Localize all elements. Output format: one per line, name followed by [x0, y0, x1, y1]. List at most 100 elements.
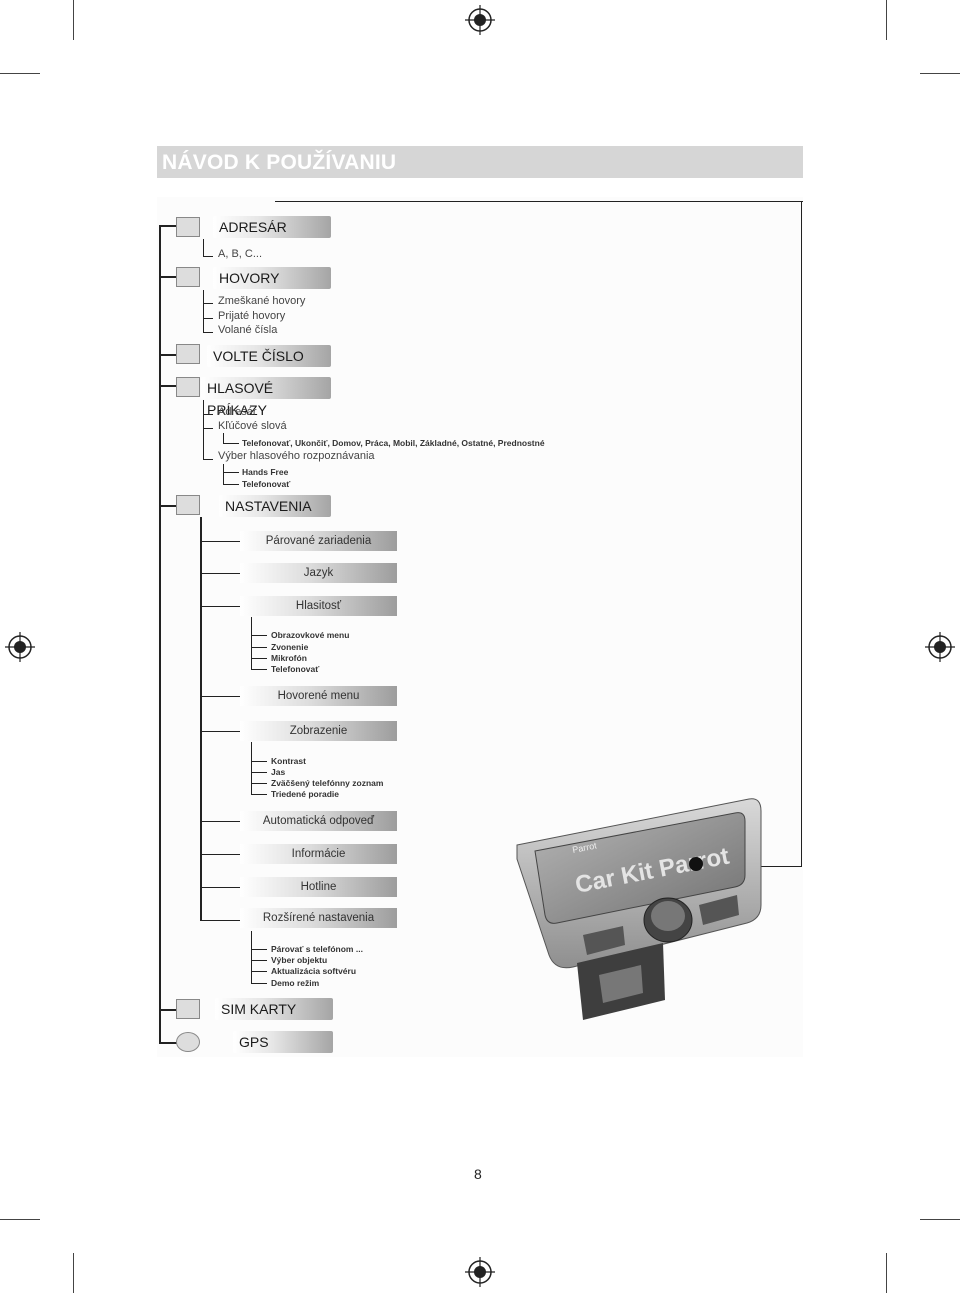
tree-branch [203, 239, 204, 257]
keywords-list: Telefonovať, Ukončiť, Domov, Práca, Mobi… [242, 438, 545, 448]
hangup-button-icon [699, 895, 739, 925]
settings-icon [176, 495, 200, 515]
tree-branch [251, 635, 267, 636]
car-kit-device-illustration: Parrot Car Kit Parrot [516, 798, 762, 1020]
submenu-parovane[interactable]: Párované zariadenia [240, 531, 397, 551]
menu-hlasove-prikazy[interactable]: HLASOVÉ PRÍKAZY [201, 377, 331, 418]
tree-branch [251, 960, 267, 961]
submenu-hovorene[interactable]: Hovorené menu [240, 686, 397, 706]
tree-branch [203, 459, 213, 460]
tree-branch [223, 464, 224, 485]
crop-mark [73, 0, 74, 40]
rotary-knob-top [651, 901, 685, 931]
tree-branch [251, 669, 267, 670]
phone-calls-icon [176, 267, 200, 287]
tree-branch [223, 433, 224, 444]
list-item: Zvonenie [271, 642, 309, 652]
globe-icon [176, 1032, 200, 1052]
tree-branch [251, 742, 252, 795]
page-number: 8 [474, 1166, 482, 1182]
tree-branch [159, 354, 177, 356]
list-item: Obrazovkové menu [271, 630, 350, 640]
tree-branch [251, 658, 267, 659]
menu-volte-cislo[interactable]: VOLTE ČÍSLO [207, 345, 331, 367]
registration-mark-icon [465, 1257, 495, 1287]
connector-line [275, 201, 803, 202]
tree-branch [251, 647, 267, 648]
list-item: Adresár [218, 406, 257, 418]
menu-diagram: ADRESÁR A, B, C... HOVORY Zmeškané hovor… [157, 197, 803, 1057]
page-title: NÁVOD K POUŽÍVANIU [162, 151, 397, 174]
submenu-zobrazenie[interactable]: Zobrazenie [240, 721, 397, 741]
list-item: Jas [271, 767, 286, 777]
submenu-hlasitost[interactable]: Hlasitosť [240, 596, 397, 616]
list-item: Mikrofón [271, 653, 307, 663]
tree-branch [159, 225, 177, 227]
list-item: Telefonovať [242, 479, 291, 489]
menu-sim-karty[interactable]: SIM KARTY [215, 998, 333, 1020]
tree-branch [200, 696, 240, 697]
list-item: Volané čísla [218, 324, 278, 336]
device-brand: Parrot [571, 840, 597, 855]
tree-branch [159, 385, 177, 387]
list-item: Výber objektu [271, 955, 328, 965]
registration-mark-icon [5, 632, 35, 662]
tree-branch [203, 332, 213, 333]
crop-mark [920, 1219, 960, 1220]
list-item: Párovať s telefónom ... [271, 944, 363, 954]
tree-branch [251, 983, 267, 984]
tree-branch [251, 617, 252, 670]
tree-branch [223, 484, 239, 485]
mount-bracket-detail [599, 965, 643, 1003]
list-item: Zmeškané hovory [218, 295, 306, 307]
voice-command-icon [176, 377, 200, 397]
tree-branch [203, 290, 204, 333]
crop-mark [73, 1253, 74, 1293]
list-item: Kľúčové slová [218, 420, 287, 432]
submenu-jazyk[interactable]: Jazyk [240, 563, 397, 583]
menu-adresar[interactable]: ADRESÁR [213, 216, 331, 238]
registration-mark-icon [465, 5, 495, 35]
submenu-informacie[interactable]: Informácie [240, 844, 397, 864]
submenu-rozsirene[interactable]: Rozšírené nastavenia [240, 908, 397, 928]
tree-branch [159, 276, 177, 278]
pointer-dot [689, 857, 703, 871]
tree-branch [200, 541, 240, 542]
list-item: Hands Free [242, 467, 289, 477]
tree-branch [251, 794, 267, 795]
connector-line [801, 201, 802, 867]
tree-branch [203, 428, 213, 429]
menu-nastavenia[interactable]: NASTAVENIA [219, 495, 331, 517]
tree-branch [203, 303, 213, 304]
tree-branch [251, 772, 267, 773]
list-item: A, B, C... [218, 248, 263, 260]
list-item: Demo režim [271, 978, 320, 988]
list-item: Telefonovať [271, 664, 320, 674]
tree-branch [223, 472, 239, 473]
tree-branch [223, 443, 239, 444]
list-item: Triedené poradie [271, 789, 340, 799]
tree-branch [159, 1009, 177, 1011]
tree-branch [251, 931, 252, 984]
tree-branch [200, 920, 240, 921]
submenu-automaticka[interactable]: Automatická odpoveď [240, 811, 397, 831]
list-item: Výber hlasového rozpoznávania [218, 450, 375, 462]
crop-mark [886, 1253, 887, 1293]
submenu-hotline[interactable]: Hotline [240, 877, 397, 897]
dial-number-icon [176, 344, 200, 364]
list-item: Zväčšený telefónny zoznam [271, 778, 384, 788]
tree-branch [200, 731, 240, 732]
tree-branch [159, 505, 177, 507]
tree-branch [203, 318, 213, 319]
list-item: Kontrast [271, 756, 306, 766]
list-item: Aktualizácia softvéru [271, 966, 357, 976]
menu-gps[interactable]: GPS [233, 1031, 333, 1053]
tree-branch [251, 783, 267, 784]
registration-mark-icon [925, 632, 955, 662]
tree-branch [203, 414, 213, 415]
tree-spine [200, 517, 202, 921]
tree-branch [200, 821, 240, 822]
menu-hovory[interactable]: HOVORY [213, 267, 331, 289]
title-bar [157, 146, 803, 178]
crop-mark [920, 73, 960, 74]
